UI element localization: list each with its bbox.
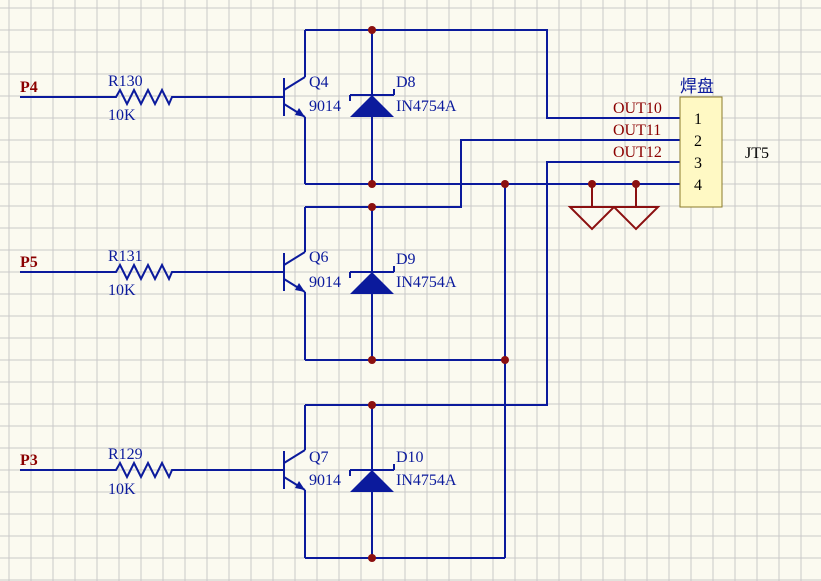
resistor-r131-value: 10K <box>108 282 136 299</box>
transistor-q7-type: 9014 <box>309 472 341 489</box>
connector-pin-1: 1 <box>694 111 702 128</box>
junction-dot <box>501 356 509 364</box>
diode-d10-type: IN4754A <box>396 472 457 489</box>
resistor-r129 <box>108 460 176 480</box>
ground-icon <box>567 206 617 231</box>
connector-pin-4: 4 <box>694 177 702 194</box>
junction-dot <box>368 356 376 364</box>
junction-dot <box>632 180 640 188</box>
junction-dot <box>368 554 376 562</box>
interconnect-wires <box>305 29 680 559</box>
channel-p5: P5 R131 10K Q6 9014 D9 IN4754A <box>20 207 457 360</box>
net-label-p3: P3 <box>20 452 38 469</box>
diode-d10-label: D10 <box>396 449 424 466</box>
transistor-q6 <box>283 207 306 360</box>
ground-symbols <box>567 206 661 231</box>
resistor-r130 <box>108 87 176 107</box>
connector-pin-2: 2 <box>694 133 702 150</box>
junction-dot <box>368 26 376 34</box>
net-label-p5: P5 <box>20 254 38 271</box>
diode-d8-type: IN4754A <box>396 98 457 115</box>
net-label-out10: OUT10 <box>613 100 662 117</box>
transistor-q4-label: Q4 <box>309 74 329 91</box>
junction-dot <box>588 180 596 188</box>
resistor-r129-value: 10K <box>108 481 136 498</box>
junction-dot <box>368 180 376 188</box>
transistor-q4-type: 9014 <box>309 98 341 115</box>
resistor-r129-label: R129 <box>108 446 143 463</box>
channel-p3: P3 R129 10K Q7 9014 D10 IN4754A <box>20 405 457 558</box>
net-label-p4: P4 <box>20 79 38 96</box>
ground-icon <box>611 206 661 231</box>
connector-designator: JT5 <box>745 145 769 162</box>
diode-d8 <box>349 30 395 184</box>
transistor-q7-label: Q7 <box>309 449 329 466</box>
transistor-q6-type: 9014 <box>309 274 341 291</box>
net-label-out11: OUT11 <box>613 122 661 139</box>
transistor-q6-label: Q6 <box>309 249 329 266</box>
transistor-q4 <box>283 30 306 184</box>
diode-d9-type: IN4754A <box>396 274 457 291</box>
resistor-r130-label: R130 <box>108 73 143 90</box>
connector-body <box>679 96 723 208</box>
net-label-out12: OUT12 <box>613 144 662 161</box>
diode-d9 <box>349 207 395 360</box>
junction-dot <box>368 401 376 409</box>
diode-d10 <box>349 405 395 558</box>
resistor-r130-value: 10K <box>108 107 136 124</box>
junction-dot <box>368 203 376 211</box>
connector-title: 焊盘 <box>680 77 714 96</box>
channel-p4: P4 R130 10K Q4 9014 D8 IN4754A <box>20 30 457 184</box>
connector-pin-3: 3 <box>694 155 702 172</box>
diode-d8-label: D8 <box>396 74 416 91</box>
junction-dot <box>501 180 509 188</box>
connector-jt5: 焊盘 1 2 3 4 JT5 <box>679 77 769 208</box>
diode-d9-label: D9 <box>396 251 416 268</box>
resistor-r131 <box>108 262 176 282</box>
resistor-r131-label: R131 <box>108 248 143 265</box>
transistor-q7 <box>283 405 306 558</box>
junction-dots <box>368 26 640 562</box>
